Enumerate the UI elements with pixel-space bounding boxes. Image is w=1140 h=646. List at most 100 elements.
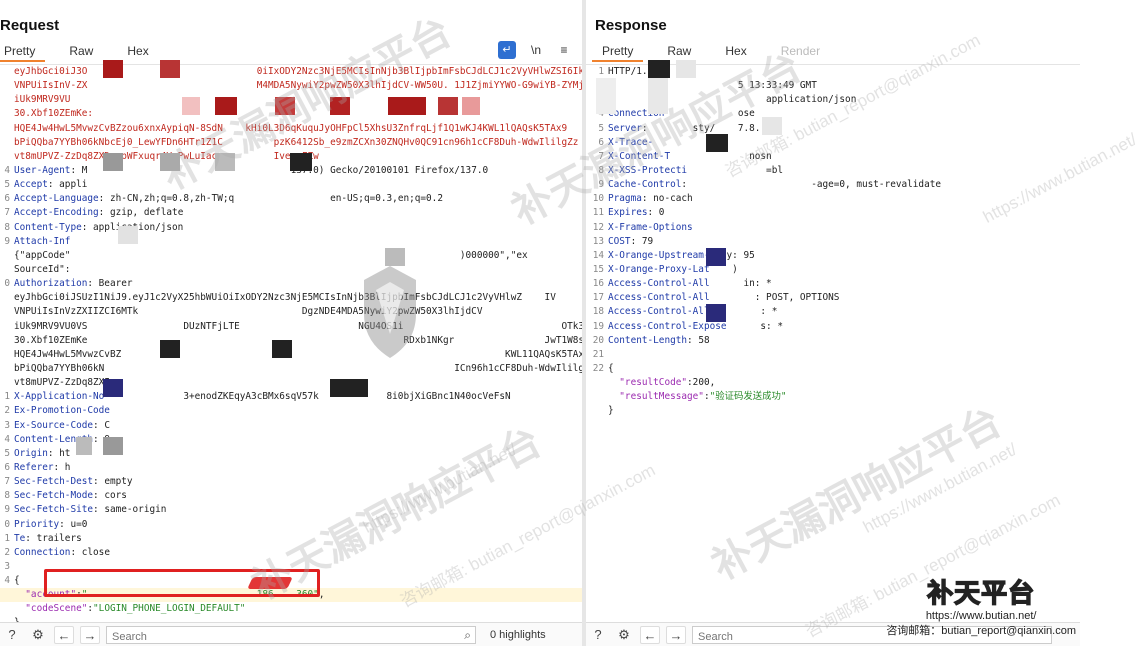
request-tools: ↵ \n ≡ (498, 41, 572, 59)
code-token: Referer (14, 461, 54, 473)
forward-arrow-icon[interactable]: → (666, 625, 686, 644)
corner-brand: 补天平台 https://www.butian.net/ 咨询邮箱：butian… (886, 573, 1076, 638)
redaction-block (215, 97, 237, 115)
code-line: 21 (586, 348, 1080, 362)
redaction-block (103, 153, 123, 171)
response-search-input[interactable] (693, 628, 1051, 645)
response-search-field[interactable] (692, 625, 1052, 645)
newline-toggle-icon[interactable]: \n (530, 43, 541, 57)
code-token: 3+enodZKEqyA3cBMx6sqV57k 8i0bjXiGBnc1N40… (104, 391, 511, 403)
search-icon[interactable]: ⌕ (464, 627, 471, 642)
help-icon[interactable]: ? (594, 626, 602, 642)
line-number (588, 404, 604, 418)
request-search-field[interactable]: ⌕ (106, 625, 476, 645)
code-token: : (87, 603, 94, 615)
code-line: 20 Content-Length: 58 (586, 334, 1080, 348)
line-number (588, 390, 604, 404)
code-line: VNPUiIsInVzZXIIZCI6MTk DgzNDE4MDA5NywiY2… (0, 305, 641, 319)
pane-divider[interactable] (582, 0, 586, 646)
line-text: X-Orange-Proxy-Lat ) (608, 263, 738, 277)
line-text: X-Frame-Options (608, 221, 693, 235)
line-number: 17 (592, 292, 604, 304)
line-text: Accept-Encoding: gzip, deflate (14, 206, 183, 220)
settings-gear-icon[interactable]: ⚙ (32, 626, 44, 642)
code-line: eyJhbGci0iJSUzI1NiJ9.eyJ1c2VyX25hbWUiOiI… (0, 291, 582, 305)
line-number: 0 (4, 518, 10, 530)
code-token: iUk9MRV9VU0VS DUzNTFjLTE NGU4OS1i OTk3N (14, 320, 590, 332)
line-text: Cache-Control: -age=0, must-revalidate (608, 178, 941, 192)
code-token: {"appCode" )000000","ex (14, 249, 528, 261)
code-token: "LOGIN_PHONE_LOGIN_DEFAULT" (93, 603, 246, 615)
code-token: COST (608, 235, 631, 247)
code-token: : h (53, 461, 71, 473)
line-number (0, 362, 10, 376)
redaction-block (182, 97, 200, 115)
line-text: Content-Length: 58 (608, 334, 710, 348)
line-text: iUk9MRV9VU (14, 93, 70, 107)
forward-arrow-icon[interactable]: → (80, 625, 100, 644)
code-token: : C (93, 419, 110, 431)
code-token: Expires (608, 207, 648, 219)
response-tab-hex[interactable]: Hex (725, 44, 747, 58)
request-tabs: Pretty Raw Hex (0, 40, 582, 62)
line-number: 7 (4, 476, 10, 488)
line-text: { (14, 574, 20, 588)
redaction-block (462, 97, 480, 115)
line-text: Content-Length: 9 (14, 433, 110, 447)
account-highlight-box (44, 569, 320, 597)
back-arrow-icon[interactable]: ← (640, 625, 660, 644)
request-tab-hex[interactable]: Hex (127, 44, 149, 58)
line-text: Ex-Promotion-Code (14, 404, 110, 418)
line-text: Access-Control-Expose s: * (608, 320, 783, 334)
line-text: HQE4Jw4HwL5MvwzCvBZ KWL11QAQsK5TAx9 (14, 348, 590, 362)
settings-gear-icon[interactable]: ⚙ (618, 626, 630, 642)
line-number: 21 (592, 348, 604, 360)
line-number: 18 (592, 306, 604, 318)
code-token: , (318, 589, 325, 601)
code-token: : appli (47, 179, 88, 191)
code-token: Authorization (14, 278, 88, 290)
response-tab-pretty[interactable]: Pretty (592, 40, 644, 62)
line-number: 6 (4, 461, 10, 473)
menu-icon[interactable]: ≡ (560, 43, 568, 57)
code-token: HQE4Jw4HwL5MvwzCvBZzou6xnxAypiqN-8SdN kH… (14, 122, 568, 134)
code-line: 17 Access-Control-All : POST, OPTIONS (586, 291, 1080, 305)
wrap-lines-icon[interactable]: ↵ (498, 41, 516, 59)
code-token: M4MDA5NywiY2pwZW50X3lhIjdCV-WW50U. 1J1Zj… (87, 80, 601, 92)
line-text: Content-Type: application/json (14, 221, 183, 235)
redaction-block (706, 134, 728, 152)
line-text: X-XSS-Protecti =bl (608, 164, 783, 178)
redaction-block (676, 60, 696, 78)
request-bottom-bar: ? ⚙ ← → ⌕ 0 highlights (0, 622, 582, 646)
response-tab-raw[interactable]: Raw (667, 44, 692, 58)
line-text: Accept: appli (14, 178, 87, 192)
request-tab-raw[interactable]: Raw (69, 44, 94, 58)
code-token: Origin (14, 447, 48, 459)
line-text: VNPUiIsInVzZXIIZCI6MTk DgzNDE4MDA5NywiY2… (14, 305, 641, 319)
line-text: Te: trailers (14, 532, 82, 546)
code-token: Cache-Control (608, 179, 682, 191)
line-number: 20 (592, 334, 604, 346)
line-text: Access-Control-All : POST, OPTIONS (608, 291, 839, 305)
request-tab-pretty[interactable]: Pretty (0, 40, 46, 62)
redaction-block (275, 97, 295, 115)
help-icon[interactable]: ? (8, 626, 16, 642)
line-text: "codeScene":"LOGIN_PHONE_LOGIN_DEFAULT" (14, 602, 245, 616)
back-arrow-icon[interactable]: ← (54, 625, 74, 644)
code-token: 30.Xbf10ZEmKe: (14, 108, 94, 120)
line-number: 1 (598, 66, 604, 77)
line-number: 14 (592, 249, 604, 261)
code-line: HQE4Jw4HwL5MvwzCvBZ KWL11QAQsK5TAx9 (0, 348, 590, 362)
response-tab-render[interactable]: Render (780, 44, 821, 58)
request-search-input[interactable] (107, 628, 475, 645)
line-number (0, 122, 10, 136)
